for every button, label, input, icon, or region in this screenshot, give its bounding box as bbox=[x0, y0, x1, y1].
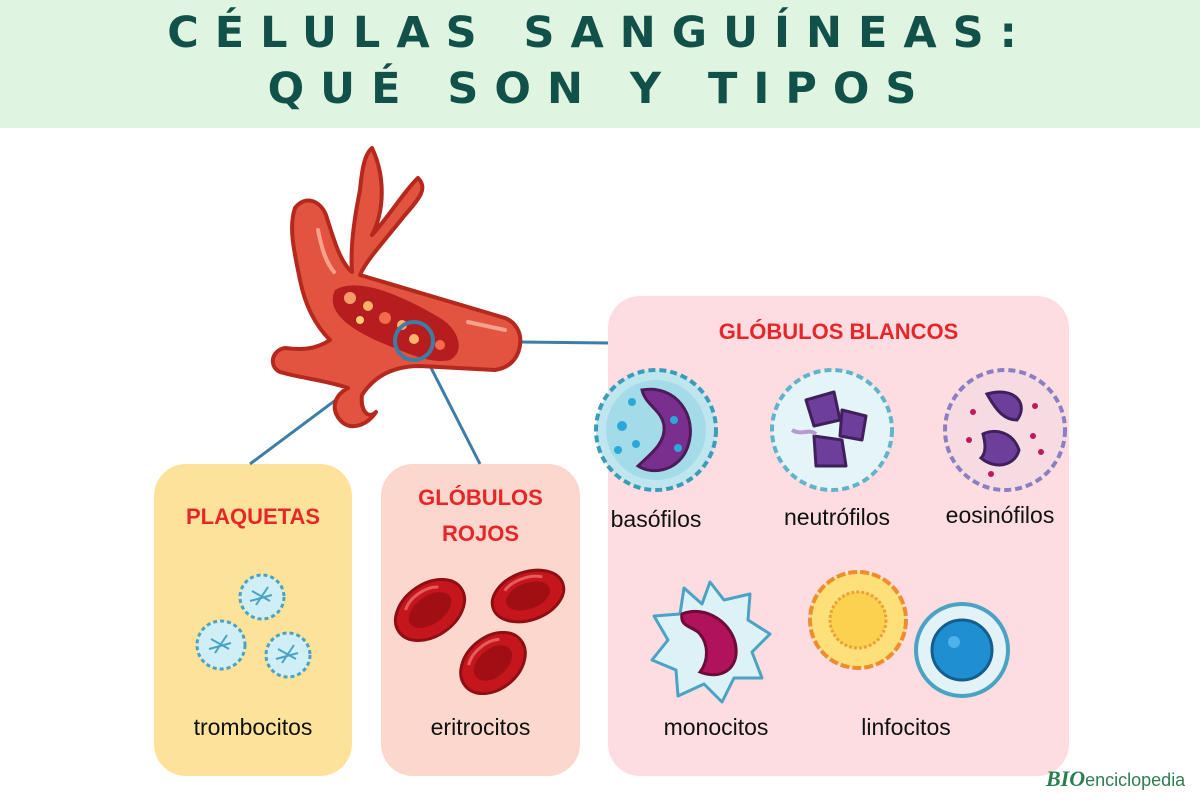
title-banner: CÉLULAS SANGUÍNEAS: QUÉ SON Y TIPOS bbox=[0, 0, 1200, 128]
plaquetas-heading: PLAQUETAS bbox=[185, 504, 321, 529]
lymphocyte-icon bbox=[808, 570, 908, 670]
neutrophil-icon bbox=[770, 368, 894, 492]
platelet-icon bbox=[264, 631, 312, 679]
magnifier-icon bbox=[393, 320, 435, 362]
monocyte-icon bbox=[650, 580, 772, 704]
label-basofilos: basófilos bbox=[610, 506, 702, 532]
red-blood-cell-icon bbox=[490, 568, 566, 624]
globulos-rojos-heading-line-1: GLÓBULOS bbox=[418, 485, 543, 510]
platelet-icon bbox=[195, 619, 247, 671]
globulos-rojos-heading-line-2: ROJOS bbox=[441, 521, 520, 546]
title-line-1: CÉLULAS SANGUÍNEAS: bbox=[167, 8, 1033, 58]
brand-logo: BIOenciclopedia bbox=[1046, 766, 1185, 792]
label-eosinofilos: eosinófilos bbox=[945, 502, 1055, 528]
panel-plaquetas bbox=[154, 464, 352, 776]
red-blood-cell-icon bbox=[459, 630, 527, 696]
platelet-icon bbox=[238, 573, 286, 621]
title-line-2: QUÉ SON Y TIPOS bbox=[267, 64, 933, 114]
eosinophil-icon bbox=[943, 368, 1067, 492]
label-eritrocitos: eritrocitos bbox=[430, 714, 531, 740]
label-neutrofilos: neutrófilos bbox=[783, 504, 891, 530]
basophil-icon bbox=[594, 368, 718, 492]
label-monocitos: monocitos bbox=[663, 714, 769, 740]
label-linfocitos: linfocitos bbox=[861, 714, 951, 740]
blood-vessel-icon bbox=[270, 146, 523, 429]
red-blood-cell-icon bbox=[393, 578, 467, 642]
globulos-blancos-heading: GLÓBULOS BLANCOS bbox=[718, 319, 959, 344]
brand-name: enciclopedia bbox=[1085, 770, 1186, 790]
label-trombocitos: trombocitos bbox=[193, 714, 313, 740]
lymphocyte-icon bbox=[914, 602, 1010, 698]
brand-mark: BIO bbox=[1046, 766, 1086, 791]
